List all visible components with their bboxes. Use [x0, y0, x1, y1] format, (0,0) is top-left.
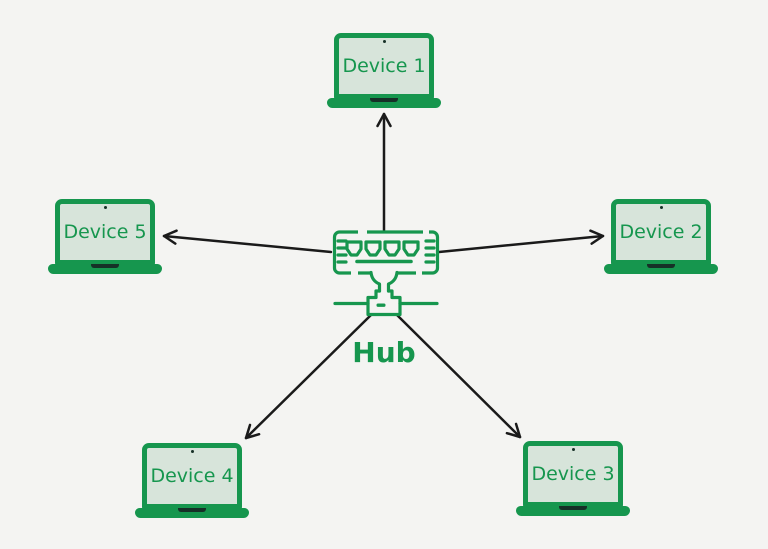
hub-label: Hub — [352, 336, 416, 369]
device-node-4: Device 4 — [135, 443, 249, 518]
device-label: Device 2 — [619, 220, 703, 243]
arrow-hub-to-device-2 — [437, 229, 605, 254]
webcam-icon — [190, 450, 194, 453]
laptop-base-notch — [647, 264, 675, 268]
laptop-base-notch — [559, 506, 587, 510]
laptop-screen: Device 1 — [334, 33, 434, 99]
webcam-icon — [382, 40, 386, 43]
ethernet-port-icon — [364, 240, 382, 257]
laptop-screen: Device 2 — [611, 199, 711, 265]
laptop-screen: Device 4 — [142, 443, 242, 509]
hub-stem — [369, 270, 399, 293]
webcam-icon — [571, 448, 575, 451]
laptop-base-notch — [91, 264, 119, 268]
webcam-icon — [659, 206, 663, 209]
webcam-icon — [103, 206, 107, 209]
laptop-screen: Device 5 — [55, 199, 155, 265]
laptop-base — [48, 264, 162, 274]
hub-ports — [345, 240, 420, 257]
hub-left-vents — [336, 239, 348, 264]
ethernet-port-icon — [383, 240, 401, 257]
hub-right-vents — [424, 239, 436, 264]
laptop-base — [135, 508, 249, 518]
device-label: Device 3 — [531, 462, 615, 485]
device-node-3: Device 3 — [516, 441, 630, 516]
hub-icon — [332, 229, 440, 317]
hub-outline-gaps — [351, 229, 429, 276]
arrow-hub-to-device-5 — [162, 229, 333, 254]
arrow-hub-to-device-3 — [395, 313, 522, 439]
hub-connector-dash — [376, 303, 386, 307]
arrow-hub-to-device-4 — [244, 313, 373, 440]
laptop-base — [327, 98, 441, 108]
laptop-base-notch — [370, 98, 398, 102]
ethernet-port-icon — [402, 240, 420, 257]
laptop-base — [604, 264, 718, 274]
device-node-2: Device 2 — [604, 199, 718, 274]
laptop-base — [516, 506, 630, 516]
device-label: Device 1 — [342, 54, 426, 77]
device-label: Device 4 — [150, 464, 234, 487]
laptop-base-notch — [178, 508, 206, 512]
ethernet-port-icon — [345, 240, 363, 257]
hub-connector-plug — [366, 289, 402, 317]
device-label: Device 5 — [63, 220, 147, 243]
device-node-1: Device 1 — [327, 33, 441, 108]
laptop-screen: Device 3 — [523, 441, 623, 507]
device-node-5: Device 5 — [48, 199, 162, 274]
